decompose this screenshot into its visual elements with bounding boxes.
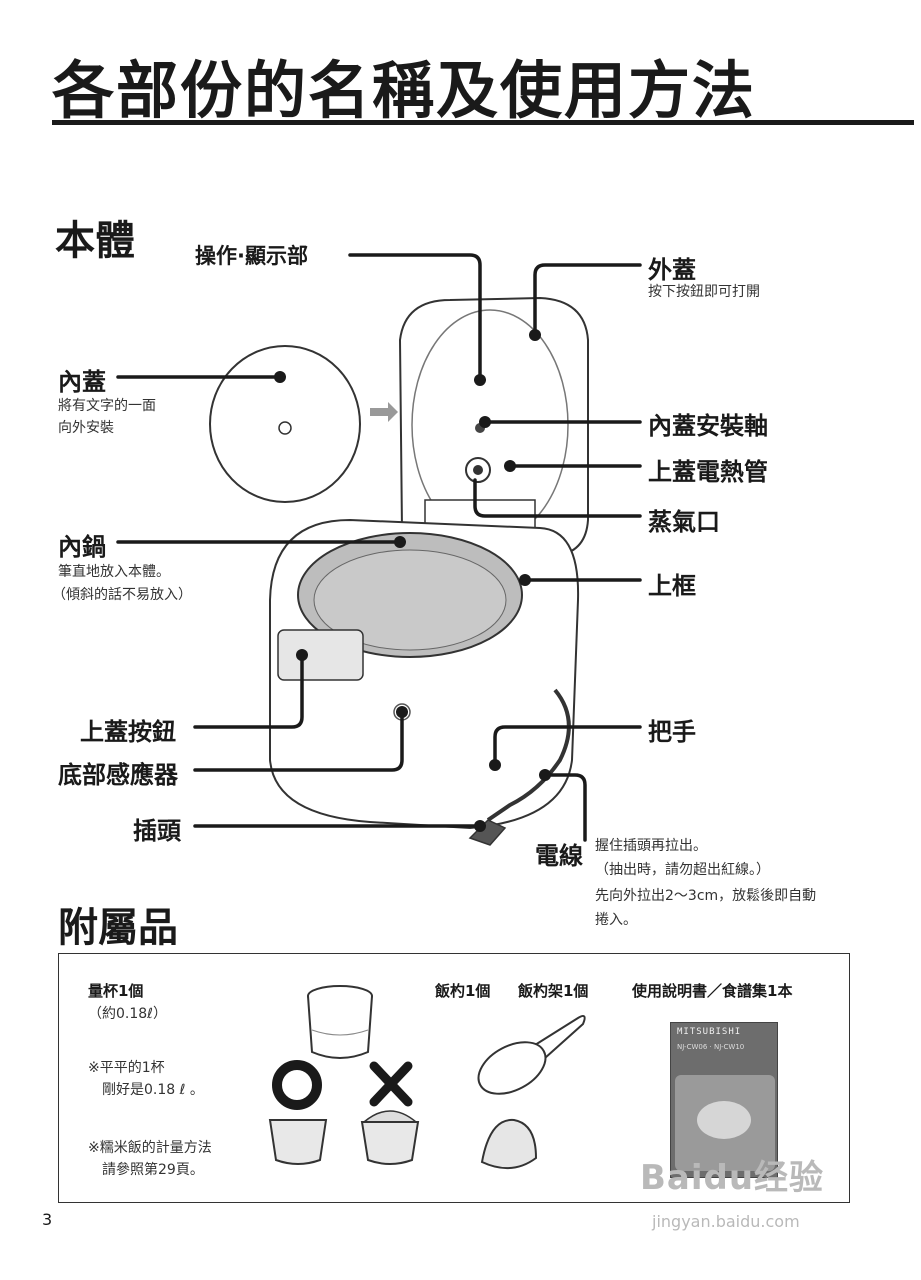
rice-paddle-shape xyxy=(477,1015,586,1095)
label-rice-paddle: 飯杓1個 xyxy=(435,982,491,1000)
label-bottom-sensor: 底部感應器 xyxy=(58,761,178,789)
inner-lid-shape xyxy=(209,345,361,503)
lid-button-panel xyxy=(277,629,364,681)
label-inner-lid: 內蓋 xyxy=(58,368,106,396)
note-inner-pot-2: （傾斜的話不易放入） xyxy=(52,587,192,603)
label-inner-pot: 內鍋 xyxy=(58,533,106,561)
note-cord-4: 捲入。 xyxy=(595,912,637,928)
note-cord-2: （抽出時，請勿超出紅線。） xyxy=(595,862,770,878)
label-plug: 插頭 xyxy=(133,817,181,845)
page-title: 各部份的名稱及使用方法 xyxy=(52,54,757,127)
power-cord xyxy=(486,688,571,822)
paddle-holder-shape xyxy=(480,1118,538,1169)
circle-correct-icon xyxy=(272,1060,322,1110)
accessories-box xyxy=(58,953,850,1203)
measuring-cup-shape xyxy=(307,985,373,1059)
note-glutinous-2: 請參照第29頁。 xyxy=(102,1162,204,1178)
level-cup-shape xyxy=(268,1119,328,1165)
label-lid-heater: 上蓋電熱管 xyxy=(648,458,768,486)
cross-wrong-icon xyxy=(369,1061,413,1107)
manual-book-cover: MITSUBISHI NJ-CW06 · NJ-CW10 xyxy=(670,1022,778,1178)
label-lid-button: 上蓋按鈕 xyxy=(80,718,176,746)
manual-cover-photo xyxy=(675,1075,775,1171)
note-inner-lid-1: 將有文字的一面 xyxy=(58,398,156,414)
label-paddle-holder: 飯杓架1個 xyxy=(518,982,589,1000)
label-cord: 電線 xyxy=(535,842,583,870)
note-cup-volume: （約0.18ℓ） xyxy=(88,1006,167,1022)
note-inner-pot-1: 筆直地放入本體。 xyxy=(58,564,170,580)
note-level-1: ※平平的1杯 xyxy=(88,1060,165,1076)
label-steam-vent: 蒸氣口 xyxy=(648,508,720,536)
watermark-logo: Baidu经验 xyxy=(640,1158,825,1198)
note-level-2: 剛好是0.18 ℓ 。 xyxy=(102,1082,204,1098)
section-heading-accessories: 附屬品 xyxy=(58,905,178,951)
leader-lines xyxy=(116,253,642,842)
manual-brand: MITSUBISHI xyxy=(677,1027,742,1037)
label-outer-lid: 外蓋 xyxy=(648,256,696,284)
label-control-display: 操作·顯示部 xyxy=(195,244,308,268)
title-underline xyxy=(52,120,914,125)
page-number: 3 xyxy=(42,1210,53,1229)
manual-model: NJ-CW06 · NJ-CW10 xyxy=(677,1043,745,1051)
note-outer-lid: 按下按鈕即可打開 xyxy=(648,284,760,300)
label-measuring-cup: 量杯1個 xyxy=(88,982,144,1000)
label-upper-frame: 上框 xyxy=(648,572,696,600)
note-inner-lid-2: 向外安裝 xyxy=(58,420,114,436)
note-cord-3: 先向外拉出2～3cm，放鬆後即自動 xyxy=(595,888,817,904)
label-inner-lid-shaft: 內蓋安裝軸 xyxy=(648,412,768,440)
heaped-cup-shape xyxy=(360,1110,420,1165)
note-glutinous-1: ※糯米飯的計量方法 xyxy=(88,1140,212,1156)
label-manual: 使用說明書／食譜集1本 xyxy=(632,982,793,1000)
watermark-url: jingyan.baidu.com xyxy=(652,1212,800,1231)
note-cord-1: 握住插頭再拉出。 xyxy=(595,838,707,854)
section-heading-main-body: 本體 xyxy=(55,218,135,264)
label-handle: 把手 xyxy=(648,718,696,746)
